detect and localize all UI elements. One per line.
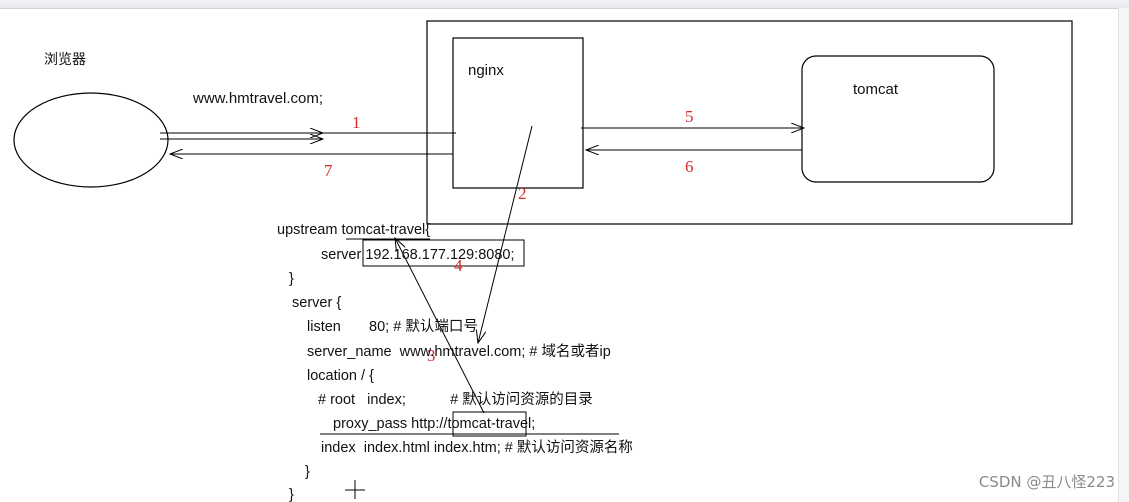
nginx-box bbox=[452, 37, 584, 189]
config-line: proxy_pass http://tomcat-travel; bbox=[333, 416, 535, 432]
step-number-4: 4 bbox=[454, 256, 463, 275]
step-number-6: 6 bbox=[685, 157, 694, 176]
proxy-target-highlight-box bbox=[452, 411, 527, 437]
step-number-7: 7 bbox=[324, 161, 333, 180]
config-line: server 192.168.177.129:8080; bbox=[321, 247, 514, 263]
tomcat-box bbox=[801, 55, 995, 183]
config-line: server_name www.hmtravel.com; # 域名或者ip bbox=[307, 343, 611, 360]
config-line: server { bbox=[292, 295, 341, 311]
step-number-3: 3 bbox=[427, 346, 436, 365]
nginx-label: nginx bbox=[468, 62, 504, 79]
watermark: CSDN @丑八怪223 bbox=[978, 473, 1115, 491]
scrollbar-track[interactable] bbox=[1118, 8, 1129, 502]
config-line: upstream tomcat-travel{ bbox=[277, 222, 430, 238]
step-number-2: 2 bbox=[518, 184, 527, 203]
server-container-box bbox=[426, 20, 1073, 225]
upstream-server-highlight-box bbox=[362, 239, 525, 267]
crosshair-cursor-icon bbox=[345, 480, 365, 499]
config-line: # root index; # 默认访问资源的目录 bbox=[318, 391, 593, 408]
step-number-5: 5 bbox=[685, 107, 694, 126]
config-line: location / { bbox=[307, 368, 374, 384]
window-top-bar bbox=[0, 0, 1129, 9]
config-line: } bbox=[305, 464, 310, 480]
proxy-arrow-3 bbox=[395, 238, 485, 414]
lookup-arrow-2 bbox=[478, 125, 533, 343]
browser-label: 浏览器 bbox=[44, 51, 86, 67]
tomcat-label: tomcat bbox=[853, 81, 899, 98]
nginx-config-block: upstream tomcat-travel{ server 192.168.1… bbox=[277, 222, 633, 502]
config-line: } bbox=[289, 487, 294, 502]
step-number-1: 1 bbox=[352, 113, 361, 132]
url-label: www.hmtravel.com; bbox=[192, 90, 323, 107]
config-line: index index.html index.htm; # 默认访问资源名称 bbox=[321, 439, 633, 456]
config-line: } bbox=[289, 271, 294, 287]
browser-ellipse bbox=[13, 92, 169, 188]
config-line: listen 80; # 默认端口号 bbox=[307, 318, 478, 335]
